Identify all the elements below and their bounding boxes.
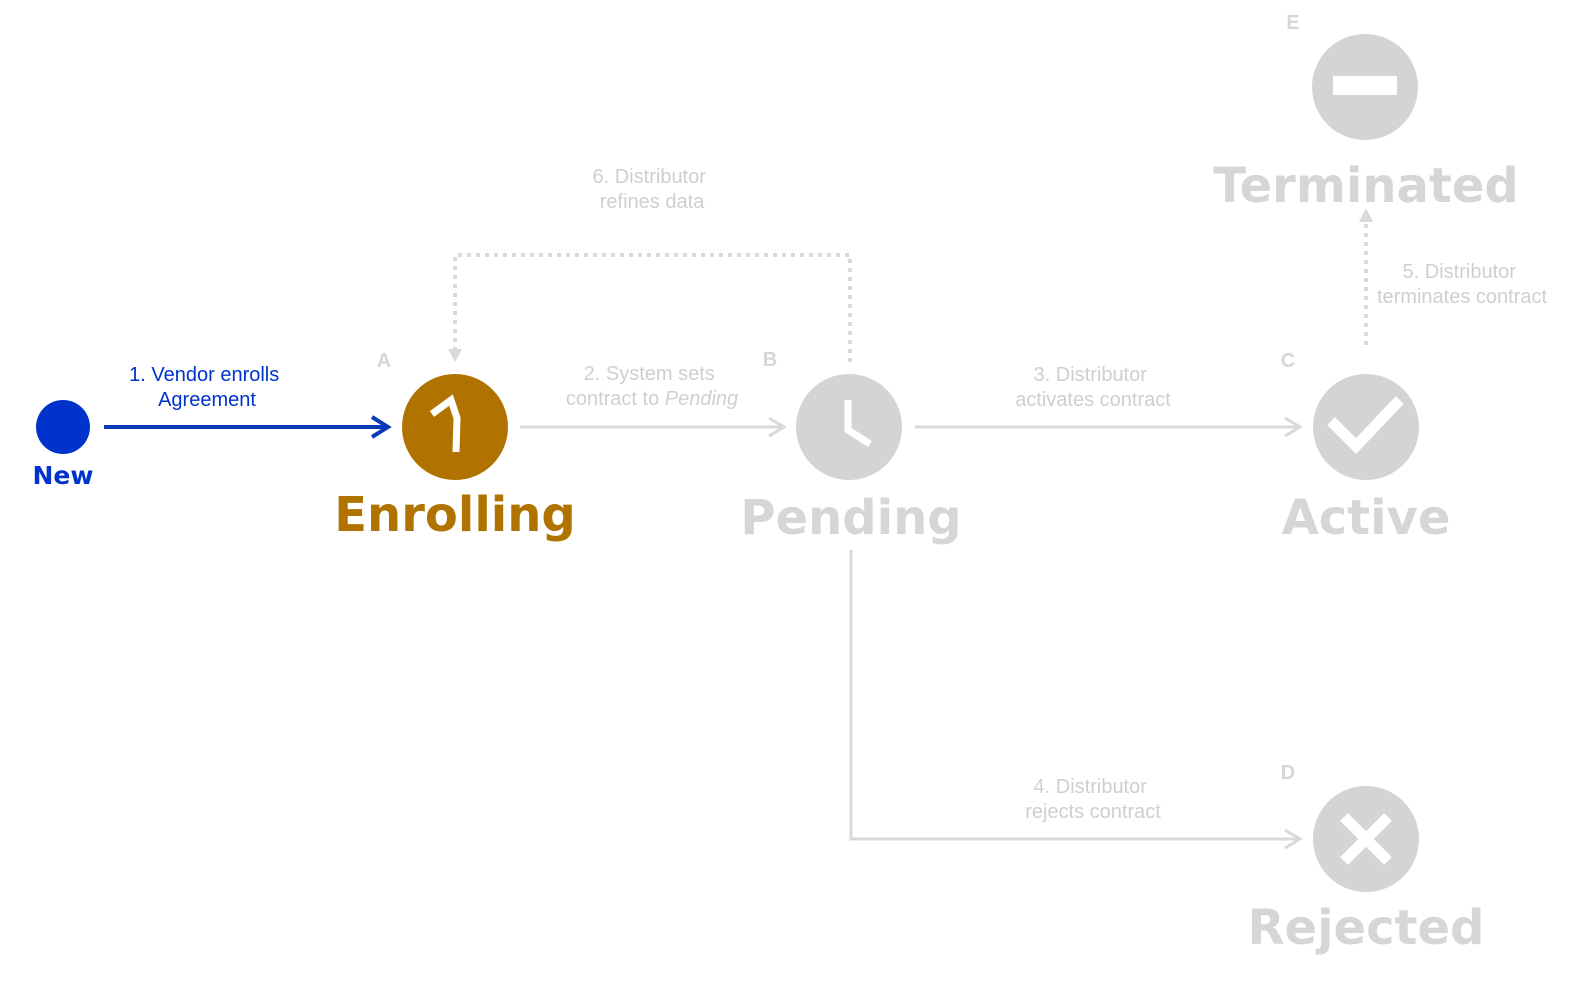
state-active: Active (1282, 374, 1451, 546)
x-icon (1340, 813, 1392, 865)
state-pending-label: Pending (740, 490, 961, 546)
state-pending: Pending (740, 374, 962, 546)
state-letter-e: E (1286, 12, 1299, 34)
transition-label-2: 2. System sets contract to Pending (566, 363, 738, 410)
state-rejected-label: Rejected (1248, 900, 1485, 956)
transition-label-6: 6. Distributor refines data (593, 166, 712, 213)
transition-arrow-3 (915, 416, 1303, 438)
state-new: New (33, 400, 94, 490)
transition-arrow-2 (520, 416, 787, 438)
start-node-icon (36, 400, 90, 454)
state-enrolling-label: Enrolling (334, 487, 576, 543)
state-rejected: Rejected (1248, 786, 1485, 956)
transition-arrow-5 (1359, 208, 1373, 345)
transition-label-3: 3. Distributor activates contract (1015, 364, 1171, 411)
transition-arrow-4 (849, 550, 1303, 850)
checkmark-icon (1327, 396, 1404, 454)
state-letter-b: B (763, 349, 777, 371)
half-clock-icon (429, 394, 461, 453)
state-terminated-label: Terminated (1213, 158, 1518, 214)
transition-label-4: 4. Distributor rejects contract (1025, 776, 1161, 823)
state-new-label: New (33, 461, 94, 490)
state-letter-a: A (377, 350, 391, 372)
state-letter-c: C (1281, 350, 1295, 372)
transition-arrow-1 (104, 415, 392, 439)
minus-icon (1333, 76, 1397, 95)
state-active-label: Active (1282, 490, 1451, 546)
transition-label-5: 5. Distributor terminates contract (1377, 261, 1548, 308)
clock-icon (844, 400, 872, 447)
transition-arrow-6 (448, 253, 852, 362)
state-enrolling: Enrolling (334, 374, 576, 543)
state-letter-d: D (1281, 762, 1295, 784)
state-terminated: Terminated (1213, 34, 1519, 214)
transition-label-1: 1. Vendor enrolls Agreement (129, 364, 285, 411)
